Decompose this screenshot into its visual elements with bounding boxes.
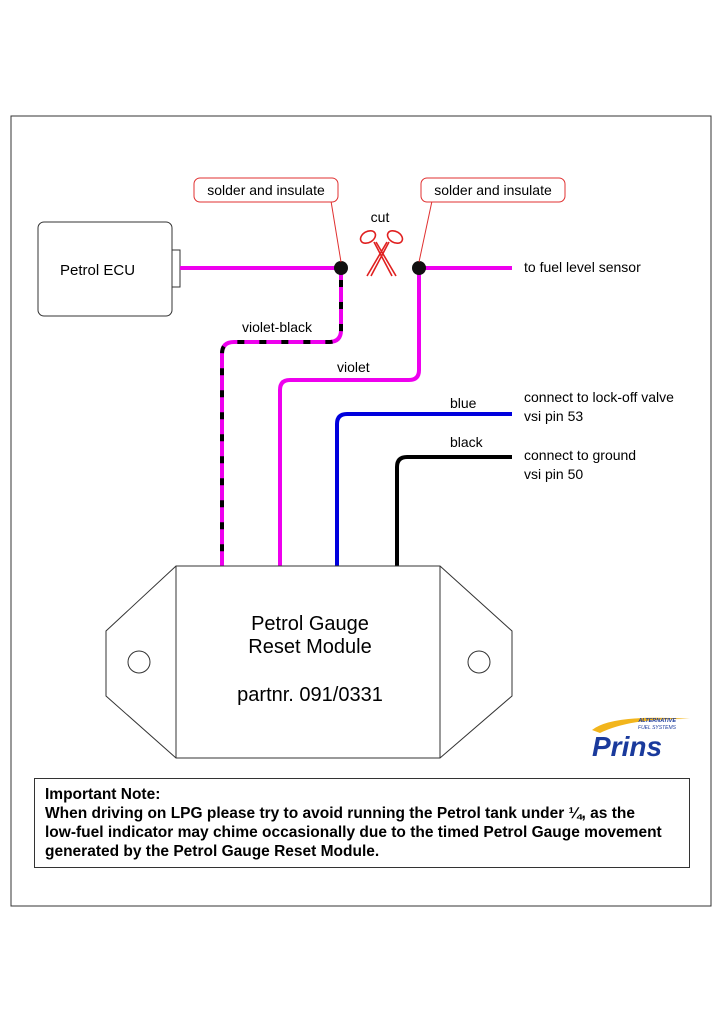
logo-brand: Prins (592, 731, 662, 762)
cut-label: cut (371, 209, 390, 225)
blue-wire (335, 412, 512, 566)
label-violet-black: violet-black (242, 319, 313, 335)
label-lockoff-line1: connect to lock-off valve (524, 389, 674, 405)
mounting-hole-right (467, 650, 491, 674)
callout-right: solder and insulate (420, 177, 566, 203)
petrol-ecu: Petrol ECU (37, 221, 181, 317)
module-title-line1: Petrol Gauge (251, 613, 369, 635)
callout-leader-left (330, 200, 342, 263)
label-ground-line1: connect to ground (524, 447, 636, 463)
label-violet: violet (337, 359, 370, 375)
junction-dot-right (412, 261, 426, 275)
callout-left: solder and insulate (193, 177, 339, 203)
module-part-number: partnr. 091/0331 (237, 684, 383, 706)
note-line-3: generated by the Petrol Gauge Reset Modu… (45, 843, 380, 860)
module-title-line2: Reset Module (248, 636, 371, 658)
petrol-ecu-label: Petrol ECU (60, 262, 135, 279)
label-black: black (450, 434, 484, 450)
label-ground-line2: vsi pin 50 (524, 466, 583, 482)
mounting-hole-left (127, 650, 151, 674)
note-line-2: low-fuel indicator may chime occasionall… (45, 824, 662, 841)
note-heading: Important Note: (45, 786, 161, 803)
note-line-1: When driving on LPG please try to avoid … (45, 805, 635, 822)
important-note: Important Note: When driving on LPG plea… (34, 778, 690, 868)
logo-tagline-1: ALTERNATIVE (637, 718, 676, 724)
violet-wire (278, 268, 421, 566)
prins-logo: ALTERNATIVE FUEL SYSTEMS Prins (592, 717, 690, 762)
label-blue: blue (450, 395, 477, 411)
violet-wires (180, 266, 512, 566)
scissors-icon (359, 229, 404, 277)
reset-module: Petrol Gauge Reset Module partnr. 091/03… (105, 565, 513, 759)
violet-black-stripes (220, 268, 343, 566)
callout-left-label: solder and insulate (207, 182, 325, 198)
label-fuel-sensor: to fuel level sensor (524, 259, 641, 275)
junction-dot-left (334, 261, 348, 275)
page-frame (10, 115, 712, 907)
black-wire (395, 455, 512, 566)
label-lockoff-line2: vsi pin 53 (524, 408, 583, 424)
callout-leader-right (418, 200, 433, 263)
callout-right-label: solder and insulate (434, 182, 552, 198)
logo-tagline-2: FUEL SYSTEMS (638, 725, 677, 731)
